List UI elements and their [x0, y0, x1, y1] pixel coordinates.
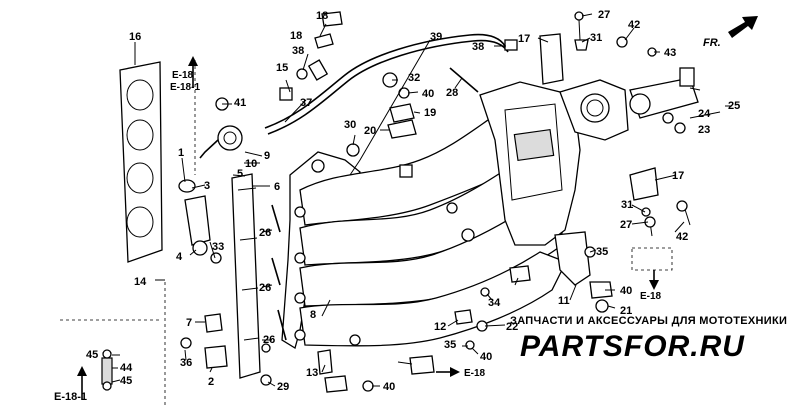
- callout-number: 36: [180, 357, 192, 369]
- callout-number: 32: [408, 72, 420, 84]
- callout-number: 1: [178, 147, 184, 159]
- callout-number: 3: [204, 180, 210, 192]
- callout-number: 37: [300, 97, 312, 109]
- bracket: [454, 167, 691, 350]
- callout-number: 27: [598, 9, 610, 21]
- callout-number: 10: [245, 158, 257, 170]
- callout-number: 13: [306, 367, 318, 379]
- callout-number: 7: [186, 317, 192, 329]
- callout-number: 34: [488, 297, 501, 309]
- callout-number: 20: [364, 125, 376, 137]
- callout-number: 35: [444, 339, 456, 351]
- callout-number: 27: [620, 219, 632, 231]
- callout-number: 42: [676, 231, 688, 243]
- reference-arrows: [77, 56, 659, 400]
- callout-number: 28: [446, 87, 458, 99]
- callout-number: 26: [263, 334, 275, 346]
- callout-number: 23: [698, 124, 710, 136]
- callout-number: 40: [480, 351, 492, 363]
- callout-number: 24: [698, 108, 711, 120]
- callout-number: 26: [259, 282, 271, 294]
- callout-number: 33: [212, 241, 224, 253]
- callout-number: 22: [506, 321, 518, 333]
- callout-number: 12: [434, 321, 446, 333]
- callout-number: 43: [664, 47, 676, 59]
- callout-number: 17: [672, 170, 684, 182]
- callout-number: 8: [310, 309, 316, 321]
- callout-number: 11: [558, 295, 570, 307]
- breather-hose: [264, 33, 509, 135]
- callout-number: 9: [264, 150, 270, 162]
- callout-number: 25: [728, 100, 740, 112]
- front-direction-indicator: FR.: [703, 16, 758, 49]
- ref-label: E-18: [640, 291, 662, 302]
- boundary-lines: [60, 60, 673, 408]
- callout-number: 39: [430, 31, 442, 43]
- studs: [271, 67, 479, 341]
- callout-number: 21: [620, 305, 632, 317]
- manifold-gasket: [119, 61, 163, 263]
- idle-air-control-valve: [629, 67, 699, 134]
- callout-number: 18: [316, 10, 328, 22]
- ref-label: E-18-1: [54, 391, 87, 403]
- ref-label: E-18: [172, 70, 194, 81]
- callout-number: 18: [290, 30, 302, 42]
- callout-number: 14: [134, 276, 147, 288]
- ref-label: E-18-1: [170, 82, 200, 93]
- callout-number: 26: [259, 227, 271, 239]
- watermark-logo: PARTSFOR.RU: [520, 330, 745, 363]
- callout-number: 19: [424, 107, 436, 119]
- callout-number: 31: [590, 32, 602, 44]
- direction-label: FR.: [703, 37, 721, 49]
- callout-number: 38: [472, 41, 484, 53]
- callout-number: 16: [129, 31, 141, 43]
- callout-number: 40: [620, 285, 632, 297]
- callout-number: 44: [120, 362, 133, 374]
- callout-number: 5: [237, 168, 243, 180]
- callout-number: 40: [422, 88, 434, 100]
- intake-manifold: [281, 79, 629, 350]
- callout-number: 2: [208, 376, 214, 388]
- callout-numbers: 16 1 3 4 33 41 9 10 5 6 26 26 26 14 7 36…: [86, 9, 740, 393]
- callout-number: 42: [628, 19, 640, 31]
- callout-number: 40: [383, 381, 395, 393]
- callout-number: 6: [274, 181, 280, 193]
- callout-number: 29: [277, 381, 289, 393]
- watermark-tagline: ЗАПЧАСТИ И АКСЕССУАРЫ ДЛЯ МОТОТЕХНИКИ: [510, 315, 787, 327]
- fuel-rail: [231, 173, 261, 379]
- callout-number: 41: [234, 97, 246, 109]
- callout-number: 4: [176, 251, 183, 263]
- callout-number: 15: [276, 62, 288, 74]
- leader-lines: [111, 13, 732, 387]
- callout-number: 17: [518, 33, 530, 45]
- fuel-injector: [178, 179, 222, 264]
- callout-number: 45: [120, 375, 132, 387]
- callout-number: 45: [86, 349, 98, 361]
- callout-number: 38: [292, 45, 304, 57]
- pressure-regulator: [199, 97, 243, 159]
- callout-number: 30: [344, 119, 356, 131]
- callout-number: 31: [621, 199, 633, 211]
- callout-number: 35: [596, 246, 608, 258]
- ref-label: E-18: [464, 368, 486, 379]
- lower-left-parts: [101, 313, 435, 393]
- reference-labels: E-18 E-18-1 E-18-1 E-18 E-18: [54, 70, 662, 403]
- watermark: ЗАПЧАСТИ И АКСЕССУАРЫ ДЛЯ МОТОТЕХНИКИ PA…: [510, 315, 787, 363]
- arrow-icon: [728, 16, 758, 38]
